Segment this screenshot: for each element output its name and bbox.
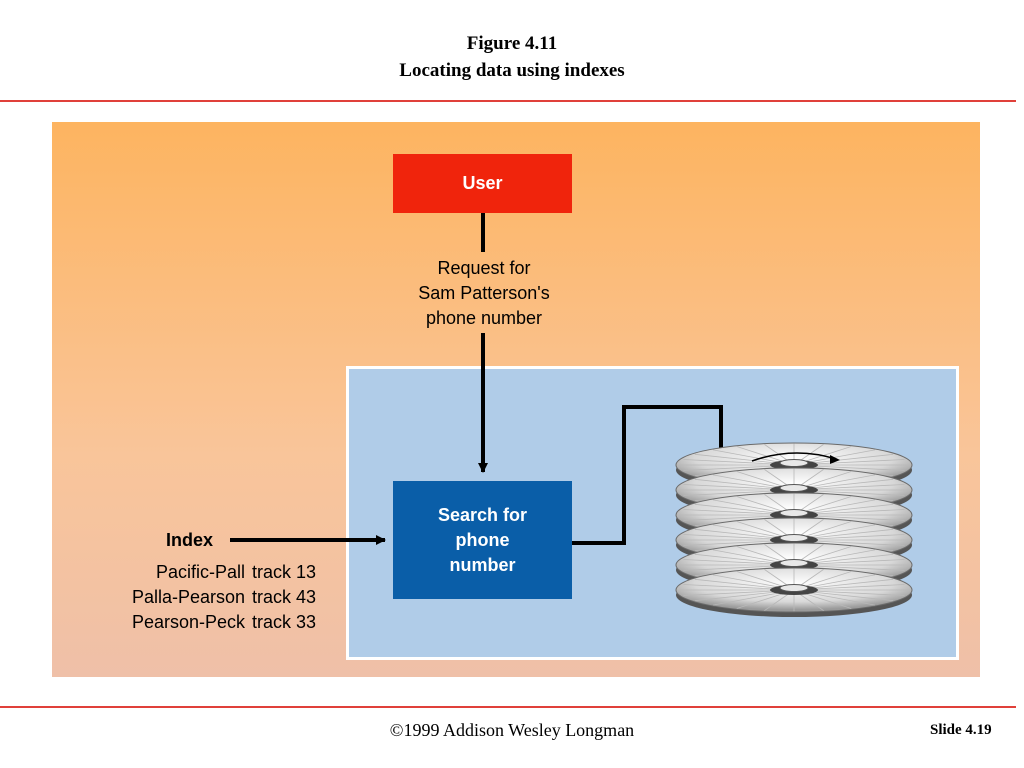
user-label: User — [462, 173, 503, 193]
disk-access-arrow — [572, 405, 723, 545]
index-title: Index — [166, 530, 214, 550]
top-rule — [0, 100, 1016, 102]
slide-header: Figure 4.11 Locating data using indexes — [0, 30, 1024, 84]
index-range: Palla-Pearson — [131, 587, 245, 607]
index-track: track 43 — [252, 587, 317, 607]
request-line: Request for — [437, 258, 531, 278]
index-range: Pacific-Pall — [155, 562, 245, 582]
request-line: phone number — [425, 308, 543, 328]
search-line: number — [449, 554, 516, 575]
copyright-text: ©1999 Addison Wesley Longman — [389, 720, 635, 740]
request-label: Request for Sam Patterson's phone number — [380, 256, 588, 331]
index-list: Pacific-Pall track 13 Palla-Pearson trac… — [40, 560, 330, 635]
figure-title: Locating data using indexes — [399, 60, 625, 81]
rotation-arrow — [751, 452, 837, 462]
slide-number: Slide 4.19 — [930, 722, 992, 738]
index-track: track 13 — [252, 562, 317, 582]
user-box: User — [393, 154, 572, 213]
bottom-rule — [0, 706, 1016, 708]
index-entry: Palla-Pearson track 43 — [40, 585, 330, 610]
index-entry: Pearson-Peck track 33 — [40, 610, 330, 635]
index-entry: Pacific-Pall track 13 — [40, 560, 330, 585]
search-box: Search for phone number — [393, 481, 572, 599]
index-range: Pearson-Peck — [131, 612, 245, 632]
search-line: Search for — [437, 504, 528, 525]
disk-stack-icon — [675, 442, 913, 617]
figure-label: Figure 4.11 — [466, 33, 558, 54]
disk-platter — [675, 567, 913, 617]
index-track: track 33 — [252, 612, 317, 632]
search-line: phone — [455, 529, 510, 550]
request-line: Sam Patterson's — [418, 283, 550, 303]
rotation-arrowhead — [830, 455, 840, 464]
